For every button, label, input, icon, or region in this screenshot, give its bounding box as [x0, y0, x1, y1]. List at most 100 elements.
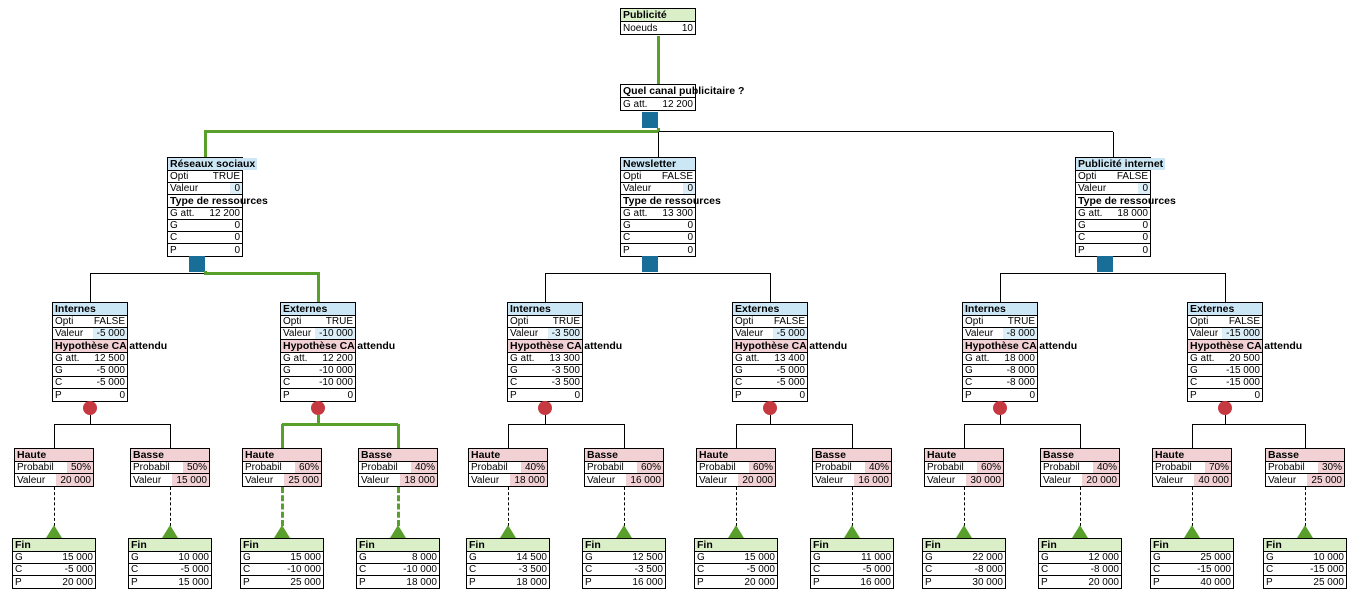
- chance-node-icon[interactable]: [763, 401, 777, 415]
- node-title-text: Haute: [927, 449, 959, 461]
- decision-node-icon[interactable]: [642, 256, 658, 272]
- connector-line: [964, 424, 965, 448]
- stat-value: 0: [347, 389, 353, 401]
- end-node-icon[interactable]: [274, 525, 290, 538]
- chance-node-icon[interactable]: [538, 401, 552, 415]
- stat-value: -10 000: [315, 328, 355, 339]
- stat-row: G att.12 500: [53, 353, 127, 365]
- stat-label: G: [131, 552, 139, 563]
- stat-label: P: [283, 389, 290, 401]
- decision-node-icon[interactable]: [1097, 256, 1113, 272]
- stat-value: 13 300: [662, 208, 693, 219]
- stat-row: G-15 000: [1188, 365, 1262, 377]
- stat-label: G: [15, 552, 23, 563]
- optimal-path-dashed-line: [281, 487, 284, 526]
- stat-label: Valeur: [17, 474, 46, 486]
- node-title-text: Hypothèse CA attendu: [1190, 340, 1303, 352]
- stat-value: 30%: [1317, 462, 1344, 473]
- end-node-icon[interactable]: [500, 525, 516, 538]
- connector-line: [1192, 424, 1193, 448]
- chance-node-icon[interactable]: [311, 401, 325, 415]
- chance-node-icon[interactable]: [993, 401, 1007, 415]
- chance-node-icon[interactable]: [83, 401, 97, 415]
- branch-title: Basse: [131, 449, 209, 462]
- connector-line: [508, 424, 509, 448]
- stat-label: G: [965, 365, 973, 376]
- end-node-icon[interactable]: [844, 525, 860, 538]
- stat-value: 12 500: [632, 552, 663, 563]
- stat-value: -5 000: [180, 564, 209, 575]
- branch-title: Internes: [508, 303, 582, 316]
- stat-label: C: [469, 564, 477, 575]
- stat-label: G: [283, 365, 291, 376]
- stat-label: G: [1078, 220, 1086, 231]
- stat-value: 10 000: [178, 552, 209, 563]
- end-node-icon[interactable]: [162, 525, 178, 538]
- decision-node-icon[interactable]: [642, 112, 658, 128]
- end-node-icon[interactable]: [46, 525, 62, 538]
- decision-node-icon[interactable]: [189, 256, 205, 272]
- connector-line: [1225, 273, 1226, 302]
- stat-label: P: [243, 576, 250, 588]
- end-node-icon[interactable]: [1297, 525, 1313, 538]
- stat-label: Opti: [55, 316, 74, 327]
- stat-label: G: [1266, 552, 1274, 563]
- end-node-title: Fin: [811, 539, 893, 552]
- optimal-path-dashed-line: [397, 487, 400, 526]
- stat-value: 15 000: [290, 552, 321, 563]
- stat-row: C-10 000: [281, 377, 355, 389]
- stat-value: 0: [799, 389, 805, 401]
- connector-line: [658, 132, 659, 157]
- stat-label: G: [55, 365, 63, 376]
- stat-row: Valeur-8 000: [963, 328, 1037, 340]
- stat-label: P: [1266, 576, 1273, 588]
- connector-line: [54, 424, 55, 448]
- stat-label: G: [510, 365, 518, 376]
- stat-label: Valeur: [471, 474, 500, 486]
- stat-label: G att.: [55, 353, 80, 364]
- end-node-icon[interactable]: [1072, 525, 1088, 538]
- stat-label: Valeur: [927, 474, 956, 486]
- stat-label: G: [469, 552, 477, 563]
- stat-label: Valeur: [55, 328, 84, 339]
- stat-value: -15 000: [1226, 365, 1260, 376]
- branch-title: Haute: [469, 449, 547, 462]
- stat-label: C: [15, 564, 23, 575]
- optimal-path-line: [317, 272, 320, 302]
- stat-label: G: [1153, 552, 1161, 563]
- stat-row: G-3 500: [508, 365, 582, 377]
- chance-node-icon[interactable]: [1218, 401, 1232, 415]
- end-node-icon[interactable]: [1184, 525, 1200, 538]
- stat-value: 10: [681, 22, 693, 34]
- stat-label: Valeur: [815, 474, 844, 486]
- stat-row: C-5 000: [695, 564, 777, 576]
- stat-row: G att.12 200: [621, 98, 695, 110]
- end-node-icon[interactable]: [390, 525, 406, 538]
- stat-value: -5 000: [96, 377, 125, 388]
- branch-title: Newsletter: [621, 158, 695, 171]
- stat-value: -5 000: [862, 564, 891, 575]
- stat-value: 40%: [1092, 462, 1119, 473]
- node-title-text: Basse: [1043, 449, 1076, 461]
- end-node-icon[interactable]: [728, 525, 744, 538]
- optimal-path-line: [657, 128, 660, 131]
- end-node-icon[interactable]: [956, 525, 972, 538]
- stat-label: Valeur: [1043, 474, 1072, 486]
- end-node-icon[interactable]: [616, 525, 632, 538]
- stat-row: Valeur-15 000: [1188, 328, 1262, 340]
